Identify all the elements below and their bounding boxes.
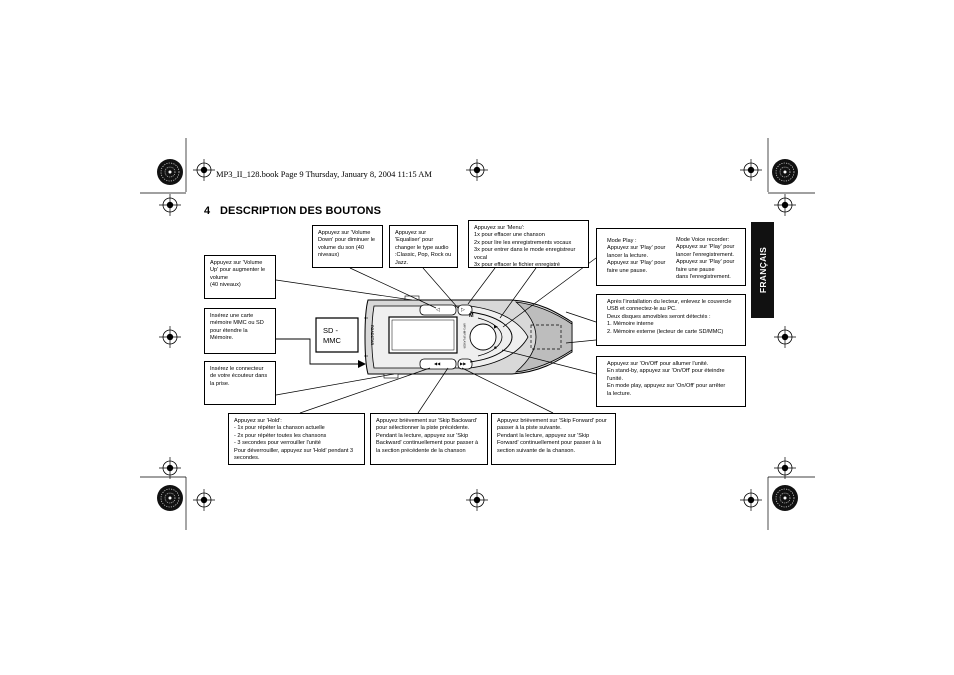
callout-usb-text: Après l'installation du lecteur, enlevez… <box>607 299 732 335</box>
skip-forward-key-glyph: ▶▶ <box>460 361 467 366</box>
callout-skip-forward: Appuyez brièvement sur 'Skip Forward' po… <box>491 413 616 465</box>
registration-mark <box>158 193 182 217</box>
language-tab: FRANÇAIS <box>751 222 774 318</box>
running-head: MP3_II_128.book Page 9 Thursday, January… <box>216 169 432 179</box>
registration-mark <box>773 456 797 480</box>
registration-mark <box>773 325 797 349</box>
callout-volume-down: Appuyez sur 'Volume Down' pour diminuer … <box>312 225 383 268</box>
callout-skip-backward-text: Appuyez brièvement sur 'Skip Backward' p… <box>376 418 479 454</box>
callout-equalizer: Appuyez sur 'Equaliser' pour changer le … <box>389 225 458 268</box>
registration-mark <box>192 488 216 512</box>
callout-menu-text: Appuyez sur 'Menu': 1x pour effacer une … <box>474 225 576 268</box>
callout-skip-backward: Appuyez brièvement sur 'Skip Backward' p… <box>370 413 488 465</box>
section-title: 4 DESCRIPTION DES BOUTONS <box>204 205 381 217</box>
leader-lines <box>275 248 597 414</box>
skip-back-key-glyph: ◀◀ <box>434 361 441 366</box>
callout-volume-down-text: Appuyez sur 'Volume Down' pour diminuer … <box>318 230 376 259</box>
callout-earphone: Insérez le connecteur de votre écouteur … <box>204 361 276 405</box>
callout-hold-text: Appuyez sur 'Hold': - 1x pour répéter la… <box>234 418 354 461</box>
section-number: 4 <box>204 205 211 217</box>
callout-play: Mode Play : Appuyez sur 'Play' pour lanc… <box>596 228 746 286</box>
callout-mmc-card-text: Insérez une carte mémoire MMC ou SD pour… <box>210 313 264 342</box>
menu-key-glyph: M <box>469 313 474 319</box>
language-tab-label: FRANÇAIS <box>757 246 768 294</box>
registration-mark <box>158 325 182 349</box>
callout-equalizer-text: Appuyez sur 'Equaliser' pour changer le … <box>395 230 452 266</box>
callout-onoff: Appuyez sur 'On/Off' pour allumer l'unit… <box>596 356 746 407</box>
starburst-mark-bottom-left <box>156 484 184 512</box>
crop-lines <box>140 138 815 530</box>
play-key-glyph: ▶ <box>494 324 498 330</box>
volume-up-key-glyph: ▷ <box>461 307 465 313</box>
callout-onoff-text: Appuyez sur 'On/Off' pour allumer l'unit… <box>607 361 726 397</box>
callout-mode-voice-text: Mode Voice recorder: Appuyez sur 'Play' … <box>676 237 735 280</box>
registration-mark <box>739 488 763 512</box>
device-model-text: MP3-MP3PLAYER <box>462 323 467 349</box>
callout-usb: Après l'installation du lecteur, enlevez… <box>596 294 746 346</box>
callout-hold: Appuyez sur 'Hold': - 1x pour répéter la… <box>228 413 365 465</box>
callout-volume-up: Appuyez sur 'Volume Up' pour augmenter l… <box>204 255 276 299</box>
sd-card-graphic <box>276 317 366 368</box>
starburst-mark-top-right <box>771 158 799 186</box>
registration-mark <box>739 158 763 182</box>
stop-key-glyph: ■ <box>494 345 497 350</box>
starburst-mark-bottom-right <box>771 484 799 512</box>
callout-menu: Appuyez sur 'Menu': 1x pour effacer une … <box>468 220 589 268</box>
registration-mark <box>465 158 489 182</box>
callout-volume-up-text: Appuyez sur 'Volume Up' pour augmenter l… <box>210 260 266 289</box>
callout-mmc-card: Insérez une carte mémoire MMC ou SD pour… <box>204 308 276 354</box>
sd-card-label: SD - MMC <box>323 326 341 346</box>
callout-earphone-text: Insérez le connecteur de votre écouteur … <box>210 366 268 387</box>
mp3-player-illustration <box>364 295 573 379</box>
registration-mark <box>465 488 489 512</box>
callout-skip-forward-text: Appuyez brièvement sur 'Skip Forward' po… <box>497 418 607 454</box>
callout-mode-play-text: Mode Play : Appuyez sur 'Play' pour lanc… <box>607 238 666 274</box>
registration-mark <box>158 456 182 480</box>
registration-mark <box>192 158 216 182</box>
section-title-text: DESCRIPTION DES BOUTONS <box>220 205 382 217</box>
starburst-mark-top-left <box>156 158 184 186</box>
device-brand-text: ROADSTAR <box>370 324 375 346</box>
registration-mark <box>773 193 797 217</box>
volume-down-key-glyph: ◁ <box>436 307 440 313</box>
